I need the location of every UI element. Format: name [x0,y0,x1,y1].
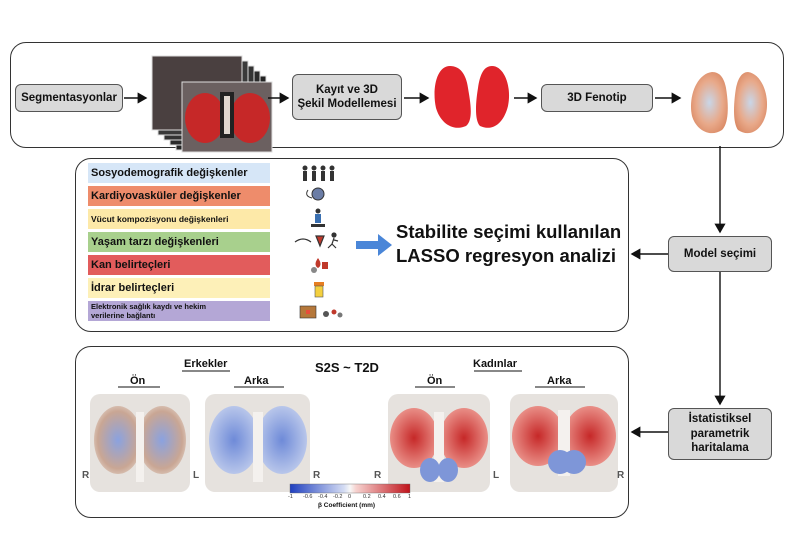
variable-label: Kardiyovasküler değişkenler [91,190,241,202]
men-front-r-label: R [82,470,90,481]
variable-band: Kan belirteçleri [88,255,270,275]
women-label: Kadınlar [473,358,518,370]
variable-band: Kardiyovasküler değişkenler [88,186,270,206]
maps-title: S2S ~ T2D [315,360,379,375]
variable-band: Vücut kompozisyonu değişkenleri [88,209,270,229]
segmentation-label: Segmentasyonlar [21,91,117,104]
spm-box: İstatistiksel parametrik haritalama [668,408,772,460]
colorbar-tick: 0.2 [363,494,371,500]
variable-label: Sosyodemografik değişkenler [91,167,248,179]
spm-line2: parametrik [690,427,750,440]
registration-box: Kayıt ve 3D Şekil Modellemesi [292,74,402,120]
phenotype-label: 3D Fenotip [567,91,627,104]
variable-label: Vücut kompozisyonu değişkenleri [91,214,229,224]
colorbar-tick: 0 [348,494,352,500]
variable-label-line2: verilerine bağlantı [91,311,156,320]
women-front-l-label: L [493,470,500,481]
registration-label-line2: Şekil Modellemesi [297,98,397,110]
women-front-label: Ön [427,375,443,387]
model-selection-box: Model seçimi [668,236,772,272]
women-front-r-label: R [374,470,382,481]
colorbar-tick: -0.6 [303,494,313,500]
variable-label-line1: Elektronik sağlık kaydı ve hekim [91,302,207,311]
variable-band: Yaşam tarzı değişkenleri [88,232,270,252]
women-back-r-label: R [617,470,625,481]
lasso-title: Stabilite seçimi kullanılan LASSO regres… [396,220,621,268]
spm-line3: haritalama [691,442,749,455]
variable-band: İdrar belirteçleri [88,278,270,298]
registration-label-line1: Kayıt ve 3D [315,83,378,96]
variable-label: İdrar belirteçleri [91,282,175,294]
variable-label: Yaşam tarzı değişkenleri [91,236,219,248]
spm-line1: İstatistiksel [688,413,752,426]
men-back-r-label: R [313,470,321,481]
men-back-label: Arka [244,375,269,387]
lasso-line1: Stabilite seçimi kullanılan [396,221,622,242]
phenotype-box: 3D Fenotip [541,84,653,112]
colorbar-tick: 0.6 [393,494,401,500]
women-back-label: Arka [547,375,572,387]
men-front-label: Ön [130,375,146,387]
segmentation-box: Segmentasyonlar [15,84,123,112]
lasso-line2: LASSO regresyon analizi [396,245,617,267]
model-selection-label: Model seçimi [683,247,757,260]
variable-band: Sosyodemografik değişkenler [88,163,270,183]
colorbar-tick: -0.2 [333,494,343,500]
variable-label: Kan belirteçleri [91,259,171,271]
colorbar-tick: 1 [408,494,412,500]
men-front-l-label: L [193,470,200,481]
men-label: Erkekler [184,358,228,370]
colorbar-tick: 0.4 [378,494,386,500]
colorbar-label: β Coefficient (mm) [318,502,376,509]
colorbar-tick: -1 [288,494,293,500]
colorbar-tick: -0.4 [318,494,328,500]
